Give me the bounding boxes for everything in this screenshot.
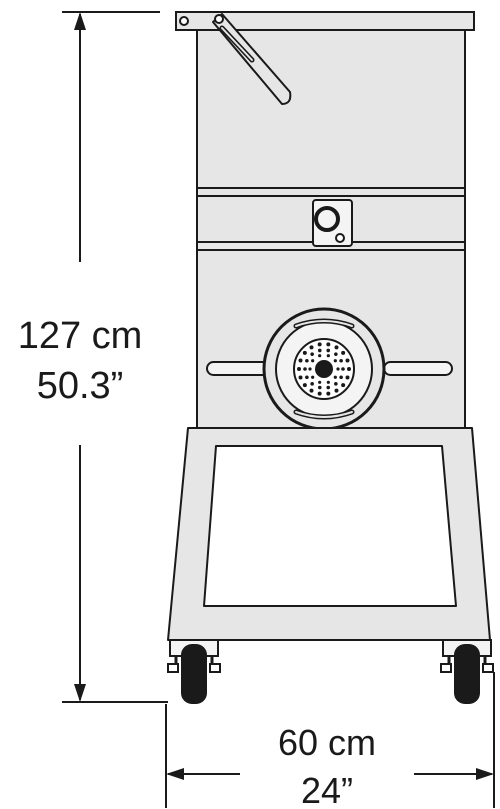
plate-hole	[345, 375, 350, 380]
right-caster-wheel	[440, 639, 494, 704]
plate-hole	[317, 385, 322, 390]
left-caster-wheel	[167, 639, 221, 704]
plate-hole	[308, 367, 312, 371]
height-dimension	[62, 11, 168, 703]
plate-hole	[334, 352, 338, 356]
plate-hole	[326, 348, 331, 353]
plate-hole	[334, 388, 339, 393]
plate-hole	[341, 350, 346, 355]
plate-hole	[341, 367, 345, 371]
plate-hole	[326, 385, 331, 390]
plate-hole	[347, 367, 351, 371]
plate-hole	[298, 375, 303, 380]
plate-hole	[345, 358, 350, 363]
height-imperial-label: 50.3”	[37, 365, 124, 407]
height-metric-label: 127 cm	[18, 315, 143, 357]
plate-hole	[341, 383, 346, 388]
plate-hole	[305, 375, 309, 380]
plate-hole	[302, 350, 307, 355]
plate-hole	[310, 382, 314, 386]
plate-hole	[305, 358, 309, 363]
plate-hole	[326, 354, 330, 358]
plate-hole	[333, 359, 337, 363]
right-handle-bar	[383, 361, 453, 376]
grinder-plate-holes	[297, 342, 351, 396]
plate-hole	[303, 367, 307, 371]
width-imperial-label: 24”	[301, 770, 353, 809]
plate-hole	[336, 367, 340, 371]
plate-hole	[334, 345, 339, 350]
plate-hole	[318, 354, 322, 358]
plate-hole	[326, 380, 330, 384]
plate-hole	[309, 388, 314, 393]
plate-hole	[311, 359, 315, 363]
plate-hole	[297, 367, 301, 371]
plate-hole	[311, 375, 315, 379]
hopper-body	[196, 29, 466, 189]
plate-hole	[317, 342, 322, 347]
width-metric-label: 60 cm	[278, 722, 376, 763]
plate-hole	[302, 383, 307, 388]
plate-hole	[317, 391, 322, 396]
plate-hole	[333, 375, 337, 379]
plate-hole	[298, 358, 303, 363]
grinder-head	[262, 307, 386, 431]
plate-hole	[339, 375, 343, 380]
plate-hole	[317, 348, 322, 353]
plate-hole	[339, 358, 343, 363]
plate-hole	[310, 352, 314, 356]
plate-hole	[334, 382, 338, 386]
plate-hole	[326, 342, 331, 347]
stand-frame	[167, 427, 491, 641]
plate-hole	[318, 380, 322, 384]
plate-hole	[309, 345, 314, 350]
width-dimension	[165, 672, 495, 808]
switch-plate	[312, 199, 353, 247]
lid-lever	[212, 13, 292, 105]
plate-hole	[326, 391, 331, 396]
